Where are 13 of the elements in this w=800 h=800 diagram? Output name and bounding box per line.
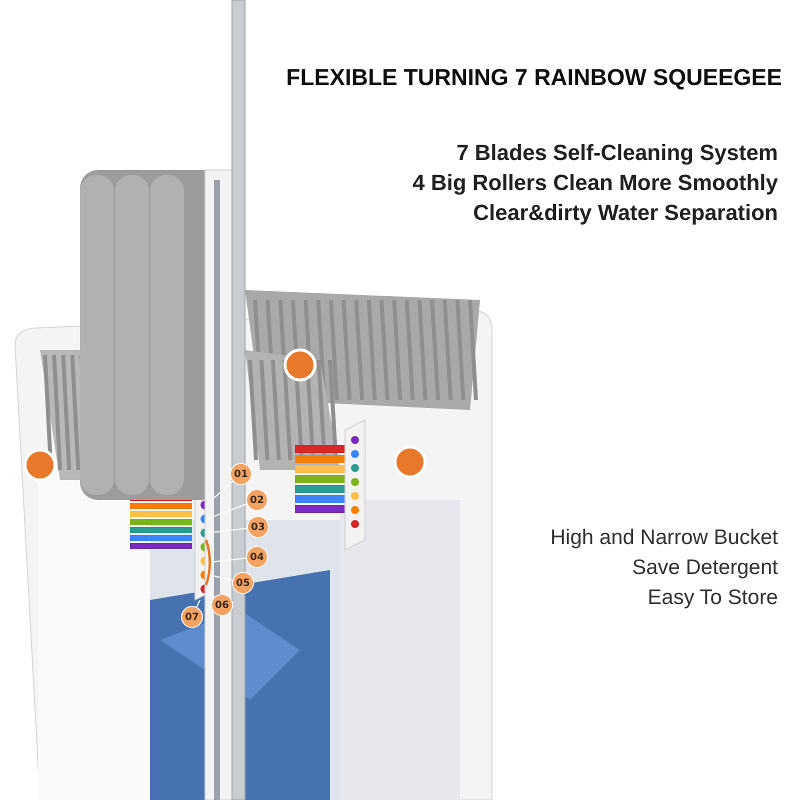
leader-line — [212, 558, 246, 563]
leader-line — [206, 503, 247, 520]
feature-text: 4 Big Rollers Clean More Smoothly — [412, 170, 778, 196]
feature-text: Clear&dirty Water Separation — [473, 200, 778, 226]
feature-text: Save Detergent — [632, 556, 778, 580]
title: FLEXIBLE TURNING 7 RAINBOW SQUEEGEE — [286, 64, 782, 91]
feature-text: Easy To Store — [648, 586, 778, 610]
feature-text: 7 Blades Self-Cleaning System — [456, 140, 778, 166]
leader-line — [204, 588, 214, 598]
feature-text: High and Narrow Bucket — [550, 526, 778, 550]
leader-line — [206, 528, 248, 534]
leader-line — [196, 600, 201, 608]
leader-line — [210, 574, 232, 581]
